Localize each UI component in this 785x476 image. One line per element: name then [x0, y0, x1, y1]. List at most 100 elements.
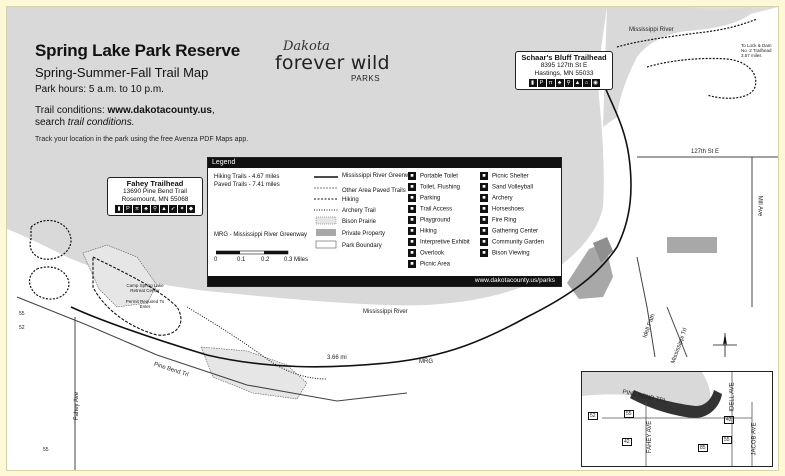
legend-icon-col2-label: Picnic Shelter: [492, 173, 529, 180]
legend-icon-col1-label: Playground: [420, 217, 451, 224]
conditions-prefix: Trail conditions:: [35, 105, 108, 116]
map-subtitle: Spring-Summer-Fall Trail Map: [35, 65, 209, 80]
park-hours: Park hours: 5 a.m. to 10 p.m.: [35, 84, 164, 95]
map-title: Spring Lake Park Reserve: [35, 41, 240, 60]
legend-line-other-paved: Other Area Paved Trails: [342, 188, 406, 194]
legend-icon-col2-6-icon: ■: [480, 238, 488, 246]
legend-icon-col1-row: ■ Overlook: [408, 249, 444, 257]
legend-icon-col1-5-icon: ■: [408, 227, 416, 235]
legend-icon-col1-3-icon: ■: [408, 205, 416, 213]
conditions-term: trail conditions.: [67, 117, 135, 128]
idell-path-road: [636, 256, 656, 358]
inset-locator-map: PINE BEND TRL FAHEY AVE IDELL AVE JACOB …: [581, 371, 773, 467]
picnic-icon: π: [133, 205, 141, 213]
inset-shield-52: 52: [588, 412, 598, 420]
bison-prairie-2: [200, 346, 308, 400]
logo-forever-wild: forever wild: [275, 52, 390, 74]
legend-line-swatches: [314, 176, 338, 249]
inset-label-fahey: FAHEY AVE: [647, 420, 654, 454]
label-127th-st: 127th St E: [691, 149, 720, 155]
legend-icon-col1-row: ■ Toilet, Flushing: [408, 183, 460, 191]
legend-scale-bar: [216, 250, 289, 255]
legend-icon-col1-label: Parking: [420, 195, 441, 202]
gray-parcel-2: [667, 237, 717, 253]
legend-icon-col1-row: ■Portable Toilet: [408, 172, 458, 180]
inset-shield-55: 55: [624, 410, 634, 418]
legend-icon-col1-row: ■Trail Access: [408, 205, 452, 213]
legend-header: Legend: [208, 158, 561, 168]
conditions-url[interactable]: www.dakotacounty.us: [107, 105, 212, 116]
legend-hiking-miles: Hiking Trails - 4.67 miles: [214, 174, 280, 180]
hiking-trail-west: [29, 219, 72, 260]
legend-icon-col2-row: ■Community Garden: [480, 238, 544, 246]
hiking-icon: ⚲: [564, 79, 573, 87]
inset-label-idell: IDELL AVE: [729, 382, 736, 412]
schaar-trailhead-callout: Schaar's Bluff Trailhead 8395 127th St E…: [515, 51, 613, 90]
legend-icon-col1-4-icon: ■: [408, 216, 416, 224]
legend-icon-col2-0-icon: ■: [480, 172, 488, 180]
forever-wild-logo: Dakota forever wild PARKS: [275, 39, 395, 83]
route-shield-55-b: 55: [43, 447, 49, 453]
fahey-address-1: 13690 Pine Bend Trail: [123, 188, 187, 195]
legend-icon-col2-label: Gathering Center: [492, 228, 539, 235]
legend-icon-col2-label: Bison Viewing: [492, 250, 530, 257]
legend-scale-3: 0.3 Miles: [284, 257, 309, 263]
shelter-icon: ▲: [160, 205, 168, 213]
parking-icon: P: [537, 79, 546, 87]
picnic-icon: π: [546, 79, 555, 87]
legend-paved-miles: Paved Trails - 7.41 miles: [214, 182, 280, 188]
inset-shield-42-b: 42: [724, 416, 734, 424]
inset-label-jacob: JACOB AVE: [751, 422, 758, 456]
bison-prairie-1: [82, 244, 158, 308]
legend-icon-col1-row: ■ Playground: [408, 216, 450, 224]
legend-icon-col1-1-icon: ■: [408, 183, 416, 191]
legend-mrg-note: MRG - Mississippi River Greenway: [214, 232, 308, 238]
archery-trail: [186, 306, 328, 380]
mrg-trail: [70, 86, 632, 368]
inset-shield-85: 85: [698, 444, 708, 452]
legend-icon-col2-row: ■ Archery: [480, 194, 513, 202]
legend-icon-col1-7-icon: ■: [408, 249, 416, 257]
legend-footer-url[interactable]: www.dakotacounty.us/parks: [208, 276, 561, 286]
legend-icon-col1-row: ■ Picnic Area: [408, 260, 450, 268]
legend-line-private: Private Property: [342, 231, 386, 237]
legend-icon-col2-2-icon: ■: [480, 194, 488, 202]
legend-icon-col2-row: ■ Gathering Center: [480, 227, 538, 235]
legend-icon-col2-1-icon: ■: [480, 183, 488, 191]
legend-icon-col2-row: ■ Sand Volleyball: [480, 183, 533, 191]
label-camp: Camp Spring Lake Retreat Center: [126, 283, 164, 293]
legend-icon-col1-label: Picnic Area: [420, 261, 451, 268]
label-mrg: MRG: [419, 359, 433, 365]
legend-icon-col1-label: Toilet, Flushing: [420, 184, 461, 191]
hiking-trail-east-2: [646, 57, 757, 99]
legend-icon-col2-label: Archery: [492, 195, 513, 202]
inset-shield-55-b: 55: [722, 436, 732, 444]
playground-icon: ♣: [555, 79, 564, 87]
schaar-address-2: Hastings, MN 55033: [534, 70, 594, 77]
title-block: Spring Lake Park Reserve Spring-Summer-F…: [35, 41, 275, 144]
legend-icon-col2-5-icon: ■: [480, 227, 488, 235]
logo-dakota: Dakota: [283, 39, 330, 54]
legend-icon-col1-8-icon: ■: [408, 260, 416, 268]
route-shield-52: 52: [19, 325, 25, 331]
toilet-icon: ▮: [528, 79, 537, 87]
label-river-mid: Mississippi River: [363, 309, 408, 315]
shelter-icon: ▲: [573, 79, 582, 87]
legend-line-boundary: Park Boundary: [342, 243, 382, 249]
track-location-text: Track your location in the park using th…: [35, 136, 249, 143]
legend-icon-col1-label: Portable Toilet: [420, 173, 458, 180]
legend-icon-col1-label: Overlook: [420, 250, 445, 257]
legend-icon-col1-label: Hiking: [420, 228, 437, 235]
fahey-trailhead-name: Fahey Trailhead: [126, 179, 184, 188]
hiking-icon: ⚲: [151, 205, 159, 213]
legend-icon-col2-label: Sand Volleyball: [492, 184, 534, 191]
legend-icon-col2-3-icon: ■: [480, 205, 488, 213]
legend-icon-col1-6-icon: ■: [408, 238, 416, 246]
north-arrow-icon: [713, 333, 737, 357]
legend-scale-0: 0: [214, 257, 218, 263]
route-shield-55-a: 55: [19, 311, 25, 317]
label-dist-366: 3.66 mi: [327, 355, 347, 361]
inset-shield-42-a: 42: [622, 438, 632, 446]
